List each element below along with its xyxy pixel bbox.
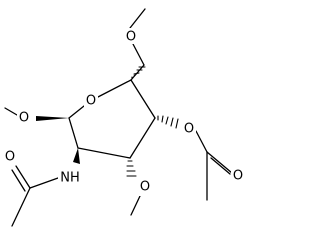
bond-cacyl-o-double-1	[206, 151, 233, 174]
bond-camide-o-double-1	[15, 165, 31, 189]
amide-carbonyl-o-bg	[3, 148, 17, 164]
methoxy-o-c3-bg	[138, 180, 152, 196]
acetoxy-ester-o-bg	[182, 120, 196, 136]
methoxy-o-c6-label: O	[126, 30, 136, 45]
bond-c6-o6	[132, 43, 145, 66]
bonds	[4, 8, 233, 227]
ring-oxygen-label: O	[86, 94, 96, 109]
hash-c5-c6-3	[133, 72, 140, 75]
methoxy-o-c3-label: O	[140, 180, 150, 195]
bond-o1-ch3	[4, 107, 18, 116]
bond-c5-o5	[95, 79, 132, 99]
bond-cacyl-o-double-2	[210, 157, 231, 175]
bond-o6-ch3	[129, 8, 146, 29]
bond-o3-ch3	[130, 195, 141, 216]
wedge-bonds	[36, 116, 80, 164]
methoxy-o-c6-bg	[124, 28, 138, 44]
ring-oxygen-bg	[84, 92, 98, 108]
bond-c4-c5	[130, 79, 156, 119]
chemical-structure: O O O O O O NH O	[3, 8, 245, 227]
hash-c4-o4-2	[161, 115, 164, 123]
bond-c2-c3	[77, 147, 131, 159]
bond-c3-c4	[129, 117, 156, 159]
amide-n-label: NH	[60, 171, 80, 186]
amide-n-bg	[58, 170, 82, 186]
hash-bonds	[126, 66, 179, 177]
bond-o4-cacyl	[195, 130, 208, 153]
wedge-c2-n	[73, 148, 80, 164]
bond-n-camide	[29, 177, 59, 189]
amide-carbonyl-o-label: O	[5, 150, 15, 165]
methoxy-o-c1-label: O	[19, 111, 29, 126]
hash-c4-o4-4	[170, 117, 174, 127]
bond-o5-c1	[68, 105, 85, 119]
bond-camide-o-double-2	[11, 169, 26, 192]
acetoxy-ester-o-label: O	[184, 122, 194, 137]
hash-c4-o4-5	[175, 118, 179, 129]
atom-labels: O O O O O O NH O	[3, 28, 245, 196]
acetoxy-carbonyl-o-label: O	[233, 169, 243, 184]
bond-c1-c2	[68, 117, 79, 149]
wedge-c1-o1	[36, 116, 69, 121]
acetoxy-carbonyl-o-bg	[231, 168, 245, 184]
hash-c4-o4-3	[165, 116, 169, 125]
methoxy-o-c1-bg	[17, 110, 31, 126]
bond-camide-ch3	[11, 187, 31, 227]
hash-c5-c6-2	[133, 74, 136, 77]
